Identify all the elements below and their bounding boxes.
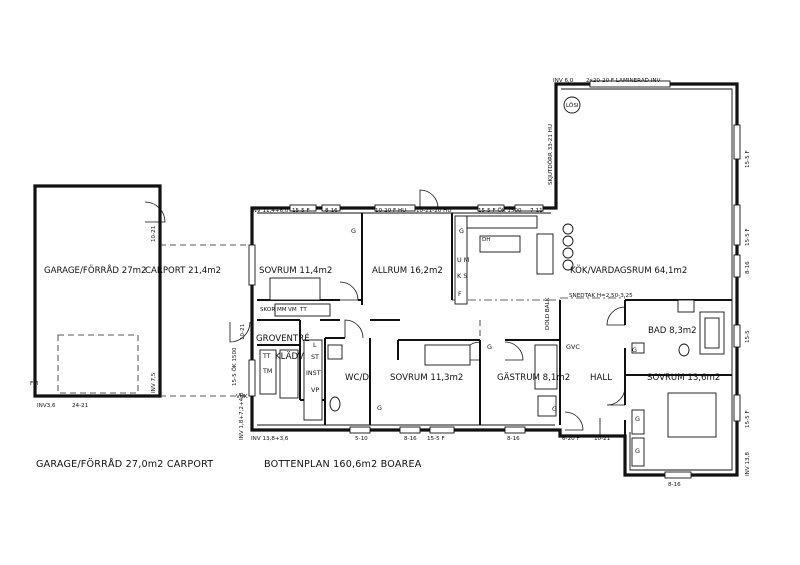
fixture-l: L <box>313 341 317 349</box>
annotation-l-vuk: VUK <box>236 394 248 400</box>
annotation-inv-mid: INV 11,4+6,0 <box>251 208 289 214</box>
annotation-w-8-16-a: 8-16 <box>325 208 338 214</box>
annotation-b-5-10: 5-10 <box>355 436 368 442</box>
annotation-g-inv-75: INV 7,5 <box>151 372 157 393</box>
annotation-inv-top: INV 6,0 <box>553 78 574 84</box>
annotation-r-inv: INV 13,8 <box>745 452 751 476</box>
fixture-g-1: G <box>351 227 356 235</box>
label-kok: KÖK/VARDAGSRUM 64,1m2 <box>570 265 687 276</box>
fixture-g-2: G <box>459 227 464 235</box>
annotation-r-15-5f-3: 15-5 F <box>745 410 751 428</box>
annotation-l-15-5ok: 15-5 ÖK 1500 <box>231 347 238 386</box>
fixture-gvc: GVC <box>566 343 580 351</box>
annotation-g-24-21: 24-21 <box>72 403 89 409</box>
annotation-skjutdorr: SKJUTDÖRR 33-21 HU <box>547 124 554 185</box>
label-allrum: ALLRUM 16,2m2 <box>372 266 443 276</box>
annotation-b-8-16-3: 8-16 <box>668 482 681 488</box>
annotation-b-8-16-1: 8-16 <box>404 436 417 442</box>
footer-bottenplan: BOTTENPLAN 160,6m2 BOAREA <box>264 459 422 470</box>
annotation-dold-balk: DOLD BALK <box>545 297 551 330</box>
label-gastrum: GÄSTRUM 8,1m2 <box>497 372 570 383</box>
fixture-ks: K S <box>457 272 467 280</box>
annotation-dh: DH <box>482 237 491 243</box>
annotation-tt: TT <box>299 307 307 313</box>
annotation-vm: VM <box>288 307 297 313</box>
fixtures <box>259 96 725 467</box>
annotation-b-10-21: 10-21 <box>594 436 611 442</box>
annotation-b-6-20f: 6-20 F <box>562 436 580 442</box>
fixture-tt: TT <box>262 352 271 360</box>
annotation-w-10-20-hu: 10-20 F HU <box>375 208 406 214</box>
fixture-f: F <box>458 290 462 298</box>
fixture-g-3: G <box>377 404 382 412</box>
doors <box>144 189 626 436</box>
fixture-g-5: G <box>552 405 557 413</box>
annotations: INV 6,0 2x20-20 F LAMINERAD INV SKJUTDÖR… <box>30 78 751 488</box>
fixture-vp: VP <box>311 386 319 394</box>
annotation-w-15-5f-ok: 15-5 F ÖK 1500 <box>478 207 522 214</box>
label-kladv: KLÄDV. <box>275 351 305 362</box>
label-carport: CARPORT 21,4m2 <box>145 266 221 276</box>
annotation-g-inv36: INV3,6 <box>37 403 56 409</box>
room-labels: GARAGE/FÖRRÅD 27m2 CARPORT 21,4m2 SOVRUM… <box>44 264 720 383</box>
annotation-skor-mm: SKOR MM <box>260 307 287 313</box>
annotation-g-10-21: 10-21 <box>151 225 157 242</box>
annotation-l-inv: INV 1,8+7,2+4,8 <box>239 392 245 440</box>
annotation-w-15-5f-a: 15-5 F <box>292 208 310 214</box>
fixture-g-4: G <box>487 343 492 351</box>
label-sovrum-2: SOVRUM 11,3m2 <box>390 373 463 383</box>
fixture-inst: INST <box>306 369 321 377</box>
interior-walls <box>257 213 732 475</box>
dash-lines <box>57 244 625 397</box>
annotation-r-15-5: 15-5 <box>745 330 751 343</box>
label-bad: BAD 8,3m2 <box>648 326 697 336</box>
label-hall: HALL <box>590 373 612 383</box>
fixture-um: U M <box>457 256 469 264</box>
annotation-w-7-11: 7-11 <box>530 208 543 214</box>
annotation-w-10-21-20-hu: 10-21-20 HU <box>416 208 451 214</box>
fixture-g-6: G <box>632 346 637 354</box>
label-sovrum-3: SOVRUM 13,6m2 <box>647 373 720 383</box>
annotation-b-15-5f: 15-5 F <box>427 436 445 442</box>
windows <box>248 80 741 479</box>
annotation-r-15-5f-1: 15-5 F <box>745 150 751 168</box>
annotation-b-8-16-2: 8-16 <box>507 436 520 442</box>
annotation-inv-bot: INV 13,8+3,6 <box>251 436 289 442</box>
label-sovrum-1: SOVRUM 11,4m2 <box>259 266 332 276</box>
fixture-labels: G G U M K S F L ST INST VP TT TM G G G G… <box>262 227 640 455</box>
fixture-tm: TM <box>262 367 272 375</box>
footer-titles: GARAGE/FÖRRÅD 27,0m2 CARPORT BOTTENPLAN … <box>36 457 422 470</box>
annotation-snedtak: SNEDTAK H=2,50-3,25 <box>569 293 633 299</box>
label-garage: GARAGE/FÖRRÅD 27m2 <box>44 264 147 276</box>
annotation-r-15-5f-2: 15-5 F <box>745 228 751 246</box>
footer-garage-carport: GARAGE/FÖRRÅD 27,0m2 CARPORT <box>36 457 213 470</box>
annotation-l-10-21: 10-21 <box>240 323 246 340</box>
annotation-g-fm: FM <box>30 381 38 387</box>
label-groventre: GROVENTRÉ <box>256 332 310 344</box>
annotation-laminerad: 2x20-20 F LAMINERAD INV <box>586 78 661 84</box>
fixture-g-8: G <box>635 447 640 455</box>
annotation-losi: LÖSI <box>566 102 579 109</box>
label-wc: WC/D <box>345 373 369 383</box>
annotation-r-8-16: 8-16 <box>745 261 751 274</box>
fixture-st: ST <box>311 353 319 361</box>
fixture-g-7: G <box>635 415 640 423</box>
